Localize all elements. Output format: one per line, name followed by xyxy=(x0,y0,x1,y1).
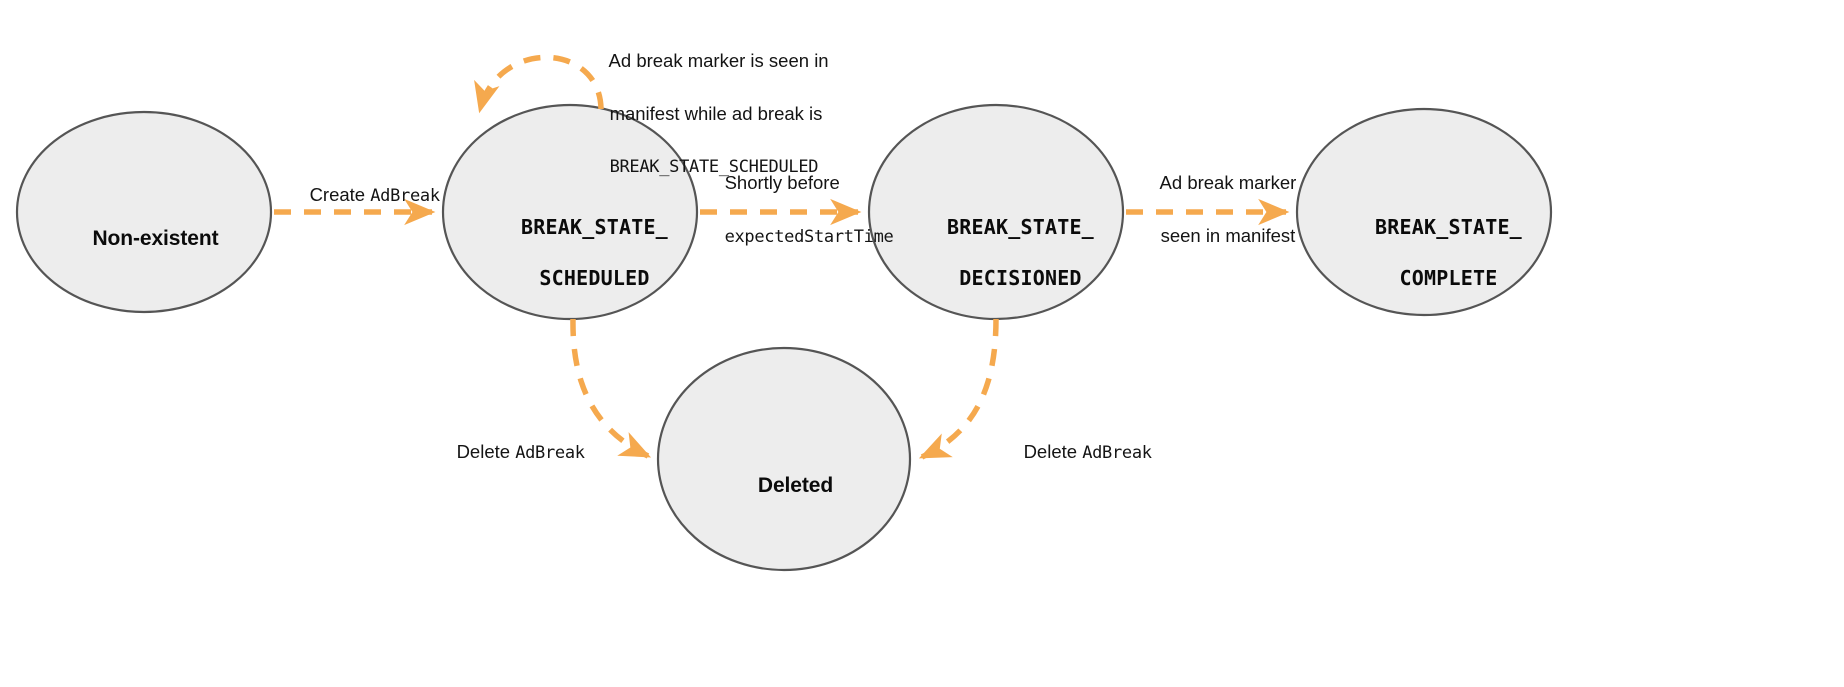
node-break-state-scheduled[interactable] xyxy=(441,103,699,321)
node-deleted[interactable] xyxy=(656,346,912,572)
edge-scheduled-to-deleted xyxy=(570,318,652,459)
node-non-existent[interactable] xyxy=(15,110,273,314)
edge-decisioned-to-deleted xyxy=(918,318,999,460)
node-break-state-complete[interactable] xyxy=(1295,107,1553,317)
node-break-state-decisioned[interactable] xyxy=(867,103,1125,321)
edge-self-loop-scheduled xyxy=(474,54,604,114)
